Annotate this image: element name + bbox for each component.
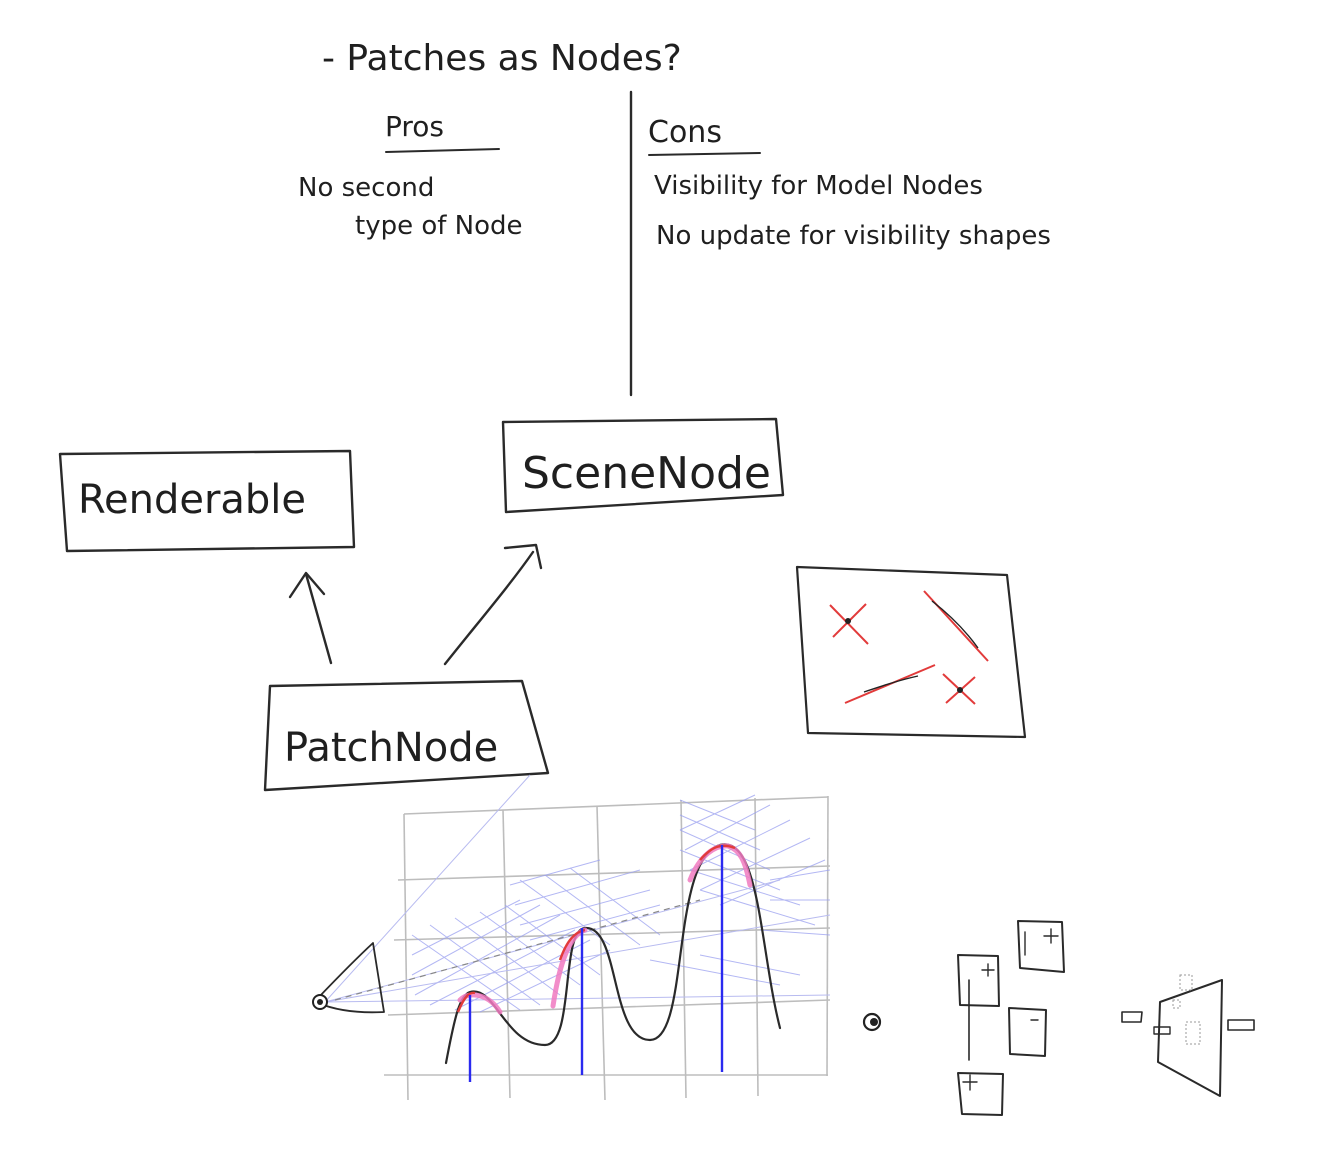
- dashed-ray: [334, 899, 701, 1001]
- pros-heading: Pros: [385, 110, 444, 143]
- frustum-side-view: [1121, 974, 1255, 1097]
- eye-icon: [312, 942, 385, 1014]
- patch-node-box: PatchNode: [263, 679, 550, 792]
- grid-lines: [384, 795, 831, 1101]
- patch-squares: [957, 920, 1065, 1116]
- pros-underline: [385, 148, 500, 153]
- pros-item-2: type of Node: [355, 211, 523, 241]
- terrain-sketch: [312, 774, 831, 1101]
- page-title: - Patches as Nodes?: [322, 38, 682, 79]
- pros-item-1: No second: [298, 173, 434, 203]
- red-marks: [829, 590, 989, 705]
- cons-heading: Cons: [648, 115, 722, 150]
- height-rays: [468, 845, 724, 1082]
- renderable-label: Renderable: [78, 477, 306, 523]
- renderable-box: Renderable: [58, 449, 356, 553]
- small-eye-icon: [862, 1012, 882, 1032]
- scene-node-box: SceneNode: [501, 417, 785, 514]
- scene-node-label: SceneNode: [522, 448, 771, 499]
- patch-node-label: PatchNode: [284, 725, 498, 771]
- visibility-box: [795, 565, 1027, 739]
- hatch-regions: [411, 794, 831, 1013]
- cons-item-2: No update for visibility shapes: [656, 221, 1051, 251]
- cons-underline: [648, 152, 761, 156]
- arrow-patch-to-scene-node: [443, 543, 543, 666]
- arrow-patch-to-renderable: [288, 571, 333, 665]
- cons-item-1: Visibility for Model Nodes: [654, 171, 983, 201]
